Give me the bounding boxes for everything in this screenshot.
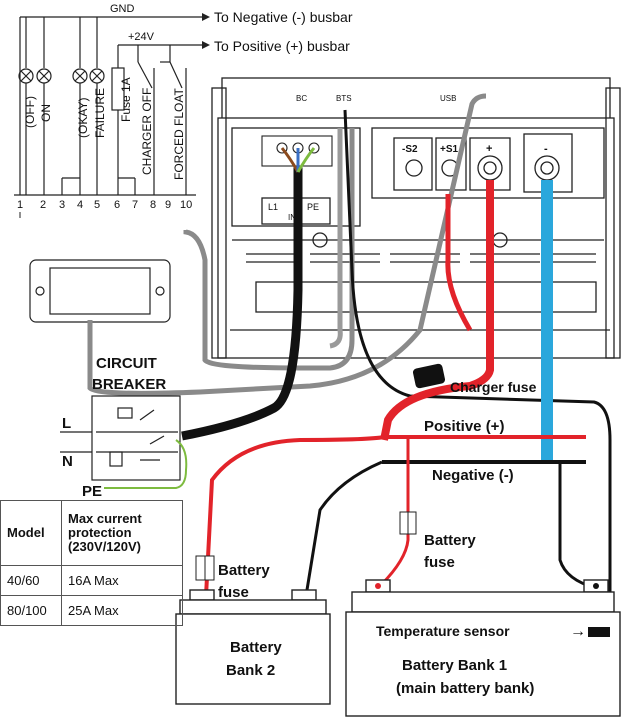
bank2-fuse-label-2: fuse bbox=[218, 584, 249, 601]
charger-s1-label: +S1 bbox=[440, 144, 459, 155]
circuit-breaker bbox=[60, 395, 181, 481]
line-n-label: N bbox=[62, 453, 73, 470]
grey-control-cable bbox=[183, 128, 355, 371]
terminal-numbers: 1 2 3 4 5 6 7 8 9 10 bbox=[17, 199, 192, 211]
temperature-sensor-label: Temperature sensor bbox=[376, 623, 510, 639]
grey-remote-cable bbox=[87, 93, 487, 396]
charger-fuse-label: Charger fuse bbox=[450, 379, 537, 395]
terminal-number: 5 bbox=[94, 199, 100, 211]
table-header-row: Model Max current protection (230V/120V) bbox=[0, 500, 183, 566]
charger-plus-label: + bbox=[486, 143, 492, 155]
terminal-number: 1 bbox=[17, 199, 23, 211]
gnd-label: GND bbox=[110, 3, 135, 15]
arrow-right-icon: → bbox=[570, 623, 586, 640]
relay-label-on: ON bbox=[39, 104, 53, 122]
line-l-label: L bbox=[62, 415, 71, 432]
bank1-positive-terminal bbox=[375, 583, 381, 589]
bank1-title-2: (main battery bank) bbox=[396, 680, 534, 697]
relay-label-failure: FAILURE bbox=[93, 88, 107, 138]
battery-bank-1 bbox=[345, 579, 621, 717]
charger-usb-label: USB bbox=[440, 94, 456, 103]
circuit-breaker-title-2: BREAKER bbox=[92, 376, 166, 393]
charger-in-label: IN bbox=[288, 213, 296, 222]
terminal-number: 8 bbox=[150, 199, 156, 211]
pe-label: PE bbox=[82, 483, 102, 500]
bank1-negative-cable bbox=[558, 462, 597, 590]
bank2-title-1: Battery bbox=[230, 639, 282, 656]
temperature-sensor bbox=[588, 627, 610, 637]
bank2-fuse-label-1: Battery bbox=[218, 562, 270, 579]
charger-fuse bbox=[412, 363, 446, 389]
charger-minus-label: - bbox=[544, 143, 548, 155]
charger-l1-label: L1 bbox=[268, 202, 278, 212]
green-core-wire bbox=[296, 147, 316, 173]
charger-unit bbox=[211, 77, 621, 359]
battery-bank-2 bbox=[175, 589, 331, 705]
table-cell-max: 16A Max bbox=[61, 565, 183, 596]
bank2-positive-cable bbox=[204, 435, 385, 597]
to-positive-busbar-label: To Positive (+) busbar bbox=[214, 38, 350, 54]
positive-bus-label: Positive (+) bbox=[424, 418, 504, 435]
negative-bus-label: Negative (-) bbox=[432, 467, 514, 484]
ac-mains-cable bbox=[181, 166, 303, 441]
bank2-negative-cable bbox=[304, 460, 383, 597]
table-header-model: Model bbox=[0, 500, 62, 566]
terminal-number: 2 bbox=[40, 199, 46, 211]
table-row: 40/60 16A Max bbox=[0, 565, 183, 596]
charger-s2-label: -S2 bbox=[402, 144, 418, 155]
plus24v-label: +24V bbox=[128, 31, 155, 43]
table-cell-model: 40/60 bbox=[0, 565, 62, 596]
remote-display-panel bbox=[29, 259, 171, 323]
bank1-fuse-label-1: Battery bbox=[424, 532, 476, 549]
charger-pe-label: PE bbox=[307, 202, 319, 212]
relay-label-off: (OFF) bbox=[23, 96, 37, 128]
bank1-negative-terminal bbox=[593, 583, 599, 589]
max-current-table: Model Max current protection (230V/120V)… bbox=[0, 500, 183, 626]
bank1-title-1: Battery Bank 1 bbox=[402, 657, 507, 674]
relay-label-fuse: Fuse 1A bbox=[119, 77, 133, 122]
table-row: 80/100 25A Max bbox=[0, 595, 183, 626]
relay-label-forced-float: FORCED FLOAT bbox=[172, 88, 186, 180]
terminal-number: 6 bbox=[114, 199, 120, 211]
temperature-sensor-cable bbox=[343, 109, 612, 634]
grey-bc-cable bbox=[329, 128, 343, 349]
pe-ground-wire bbox=[104, 439, 188, 489]
bank2-title-2: Bank 2 bbox=[226, 662, 275, 679]
table-cell-max: 25A Max bbox=[61, 595, 183, 626]
relay-terminal-block bbox=[14, 13, 210, 196]
table-cell-model: 80/100 bbox=[0, 595, 62, 626]
circuit-breaker-title-1: CIRCUIT bbox=[96, 355, 157, 372]
terminal-number: 10 bbox=[180, 199, 192, 211]
charger-bts-label: BTS bbox=[336, 94, 352, 103]
to-negative-busbar-label: To Negative (-) busbar bbox=[214, 9, 353, 25]
bank1-fuse-label-2: fuse bbox=[424, 554, 455, 571]
relay-label-okay: (OKAY) bbox=[76, 98, 90, 138]
charger-bc-label: BC bbox=[296, 94, 307, 103]
positive-main-cable bbox=[380, 180, 494, 441]
table-header-max-current: Max current protection (230V/120V) bbox=[61, 500, 183, 566]
relay-label-charger-off: CHARGER OFF bbox=[140, 88, 154, 175]
terminal-number: 3 bbox=[59, 199, 65, 211]
terminal-number: 7 bbox=[132, 199, 138, 211]
terminal-number: 4 bbox=[77, 199, 83, 211]
terminal-number: 9 bbox=[165, 199, 171, 211]
sense-positive-cable bbox=[445, 194, 473, 332]
